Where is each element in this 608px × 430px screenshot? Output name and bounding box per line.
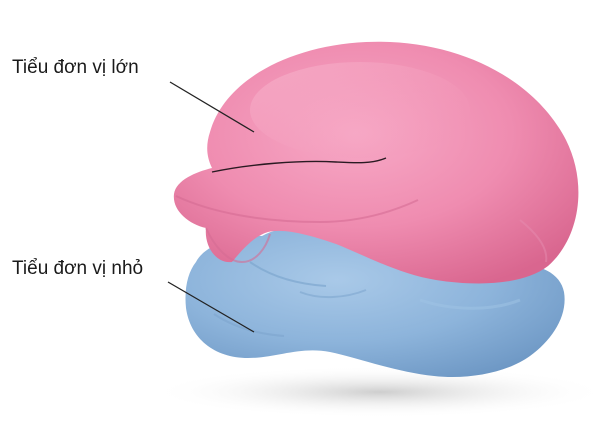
label-small-subunit: Tiểu đơn vị nhỏ [12,258,143,280]
large-subunit-shape [174,42,579,284]
ground-shadow [150,366,608,418]
label-large-subunit: Tiểu đơn vị lớn [12,57,139,79]
